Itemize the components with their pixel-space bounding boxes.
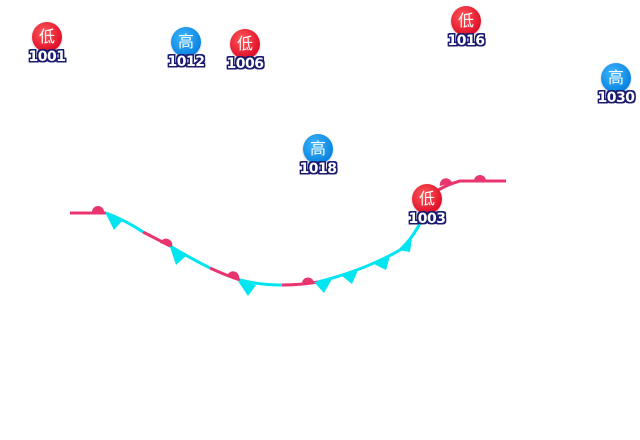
low-pressure-center: 低 1016 xyxy=(442,6,490,58)
high-pressure-center: 高 1030 xyxy=(592,63,640,115)
high-pressure-badge: 高 xyxy=(303,134,333,164)
warm-front-semicircle xyxy=(474,175,486,181)
warm-front-semicircle xyxy=(227,271,240,279)
cold-front-triangle xyxy=(170,247,186,265)
high-pressure-center: 高 1018 xyxy=(294,134,342,186)
cold-front-triangle xyxy=(106,214,122,230)
stationary-front xyxy=(70,175,506,296)
low-pressure-badge: 低 xyxy=(32,22,62,52)
cold-front-segment xyxy=(105,211,144,234)
pressure-value: 1012 xyxy=(167,54,205,70)
low-pressure-badge: 低 xyxy=(451,6,481,36)
pressure-value: 1018 xyxy=(299,161,337,177)
warm-front-semicircle xyxy=(160,238,173,247)
low-pressure-badge: 低 xyxy=(230,29,260,59)
warm-front-semicircle xyxy=(301,277,314,284)
pressure-value: 1016 xyxy=(447,33,485,49)
low-pressure-badge: 低 xyxy=(412,184,442,214)
warm-front-semicircle xyxy=(439,178,452,186)
cold-front-triangle xyxy=(374,256,390,270)
low-pressure-center: 低 1006 xyxy=(221,29,269,81)
warm-front-semicircle xyxy=(92,206,104,212)
cold-front-segment xyxy=(239,278,283,287)
high-pressure-center: 高 1012 xyxy=(162,27,210,79)
high-pressure-badge: 高 xyxy=(171,27,201,57)
pressure-value: 1030 xyxy=(597,90,635,106)
pressure-value: 1006 xyxy=(226,56,264,72)
cold-front-triangle xyxy=(342,270,358,284)
pressure-value: 1003 xyxy=(408,211,446,227)
low-pressure-center: 低 1003 xyxy=(403,184,451,236)
cold-front-segment xyxy=(169,244,211,270)
high-pressure-badge: 高 xyxy=(601,63,631,93)
low-pressure-center: 低 1001 xyxy=(23,22,71,74)
cold-front-triangle xyxy=(398,238,412,252)
pressure-value: 1001 xyxy=(28,49,66,65)
cold-front-triangle xyxy=(314,279,332,293)
warm-front-segment xyxy=(209,266,241,282)
cold-front-triangle xyxy=(238,281,256,296)
